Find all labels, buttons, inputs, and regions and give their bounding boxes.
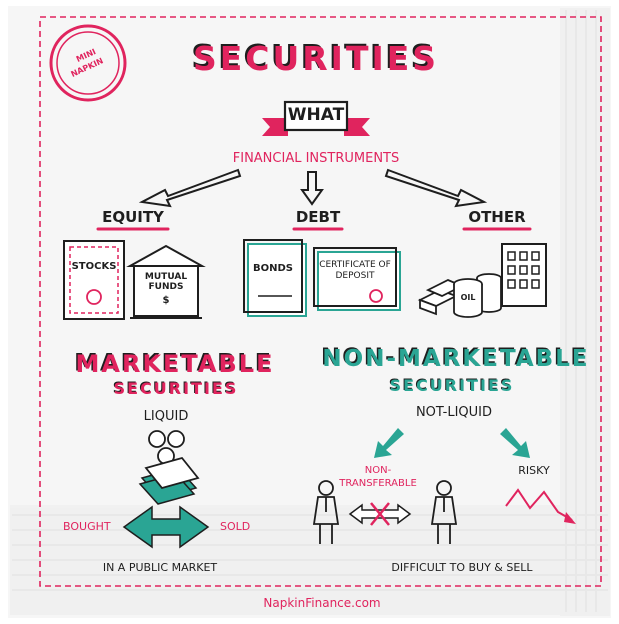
difficult-label: DIFFICULT TO BUY & SELL: [391, 561, 533, 574]
oil-label: OIL: [460, 293, 476, 302]
crossed-transfer-arrow: [348, 502, 412, 526]
category-arrows: [138, 168, 488, 208]
risky-label: RISKY: [518, 464, 550, 477]
mutual-funds-dollar: $: [162, 295, 170, 306]
certificate-of-deposit: [313, 247, 401, 311]
stocks-label: STOCKS: [71, 261, 117, 272]
public-market-label: IN A PUBLIC MARKET: [102, 561, 218, 574]
office-building-icon: [501, 243, 547, 307]
mutual-funds-label: MUTUAL FUNDS: [144, 272, 188, 293]
bonds-certificate: [243, 239, 307, 317]
stick-figure-left: [312, 480, 340, 544]
non-marketable-title: NON-MARKETABLE: [322, 346, 590, 372]
not-liquid-label: NOT-LIQUID: [415, 405, 493, 420]
marketable-subtitle: SECURITIES: [113, 379, 239, 398]
sold-label: SOLD: [220, 520, 251, 533]
liquid-label: LIQUID: [143, 409, 189, 424]
mini-napkin-badge: [49, 24, 127, 102]
dashed-border: [39, 16, 602, 587]
certificate-of-deposit-label: CERTIFICATE OF DEPOSIT: [319, 260, 391, 281]
category-equity: EQUITY: [102, 208, 164, 226]
oil-barrels-icon: [453, 273, 502, 318]
what-banner-label: WHAT: [287, 105, 345, 125]
risky-arrowhead: [564, 512, 576, 524]
non-transferable-label-line1: NON-: [364, 465, 392, 476]
stick-figure-right: [430, 480, 458, 544]
category-other: OTHER: [468, 208, 526, 226]
non-marketable-subtitle: SECURITIES: [389, 376, 515, 395]
bonds-label: BONDS: [253, 263, 293, 274]
footer-link[interactable]: NapkinFinance.com: [263, 596, 381, 610]
money-stack-icon: [138, 456, 200, 505]
what-banner: [262, 100, 370, 136]
bought-label: BOUGHT: [63, 520, 111, 533]
subtitle: FINANCIAL INSTRUMENTS: [232, 151, 400, 166]
category-debt: DEBT: [295, 208, 341, 226]
non-transferable-label-line2: TRANSFERABLE: [339, 478, 417, 489]
non-marketable-arrows: [374, 428, 530, 458]
mutual-funds-building: [126, 244, 206, 319]
stocks-certificate: [63, 240, 125, 320]
double-arrow-icon: [122, 505, 210, 549]
coins-icon: [148, 430, 185, 465]
page-title: SECURITIES: [192, 39, 440, 78]
marketable-title: MARKETABLE: [75, 350, 275, 378]
risky-zigzag-icon: [505, 488, 573, 521]
